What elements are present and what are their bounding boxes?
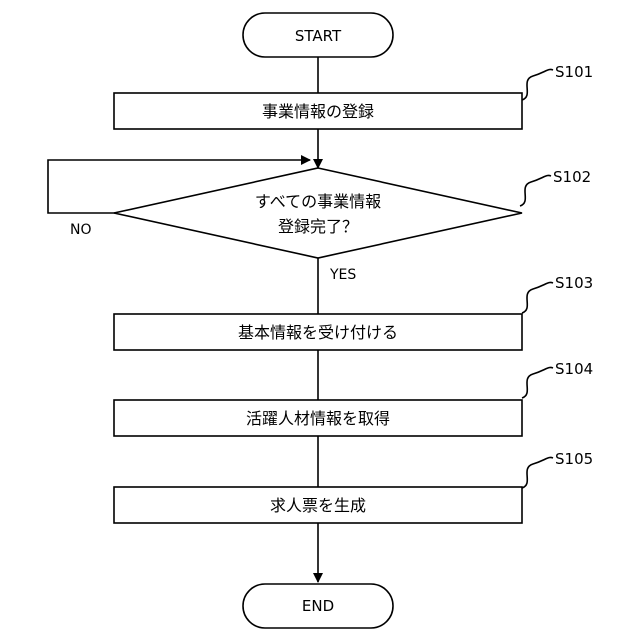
branch-yes-label: YES	[329, 267, 356, 283]
step-id-s101: S101	[555, 63, 593, 81]
leader-s101	[522, 69, 553, 100]
step-id-s102: S102	[553, 168, 591, 186]
leader-s105	[522, 457, 553, 488]
step-s101: 事業情報の登録	[114, 93, 522, 129]
step-id-s105: S105	[555, 450, 593, 468]
step-id-s104: S104	[555, 360, 593, 378]
start-label: START	[295, 27, 342, 45]
step-s102-decision: すべての事業情報 登録完了？	[114, 168, 522, 258]
leader-s103	[522, 282, 553, 313]
end-terminal: END	[243, 584, 393, 628]
step-s101-label: 事業情報の登録	[262, 102, 374, 121]
step-s104: 活躍人材情報を取得	[114, 400, 522, 436]
step-s102-label-line2: 登録完了？	[278, 217, 358, 236]
branch-no-label: NO	[70, 222, 92, 238]
step-s105-label: 求人票を生成	[270, 496, 366, 515]
step-s103: 基本情報を受け付ける	[114, 314, 522, 350]
step-id-callouts: S101 S102 S103 S104 S105	[520, 63, 593, 488]
step-s103-label: 基本情報を受け付ける	[238, 323, 398, 342]
end-label: END	[302, 597, 334, 615]
step-id-s103: S103	[555, 274, 593, 292]
leader-s102	[520, 175, 551, 206]
step-s104-label: 活躍人材情報を取得	[246, 409, 390, 428]
step-s105: 求人票を生成	[114, 487, 522, 523]
start-terminal: START	[243, 13, 393, 57]
step-s102-label-line1: すべての事業情報	[255, 192, 381, 211]
leader-s104	[522, 367, 553, 398]
